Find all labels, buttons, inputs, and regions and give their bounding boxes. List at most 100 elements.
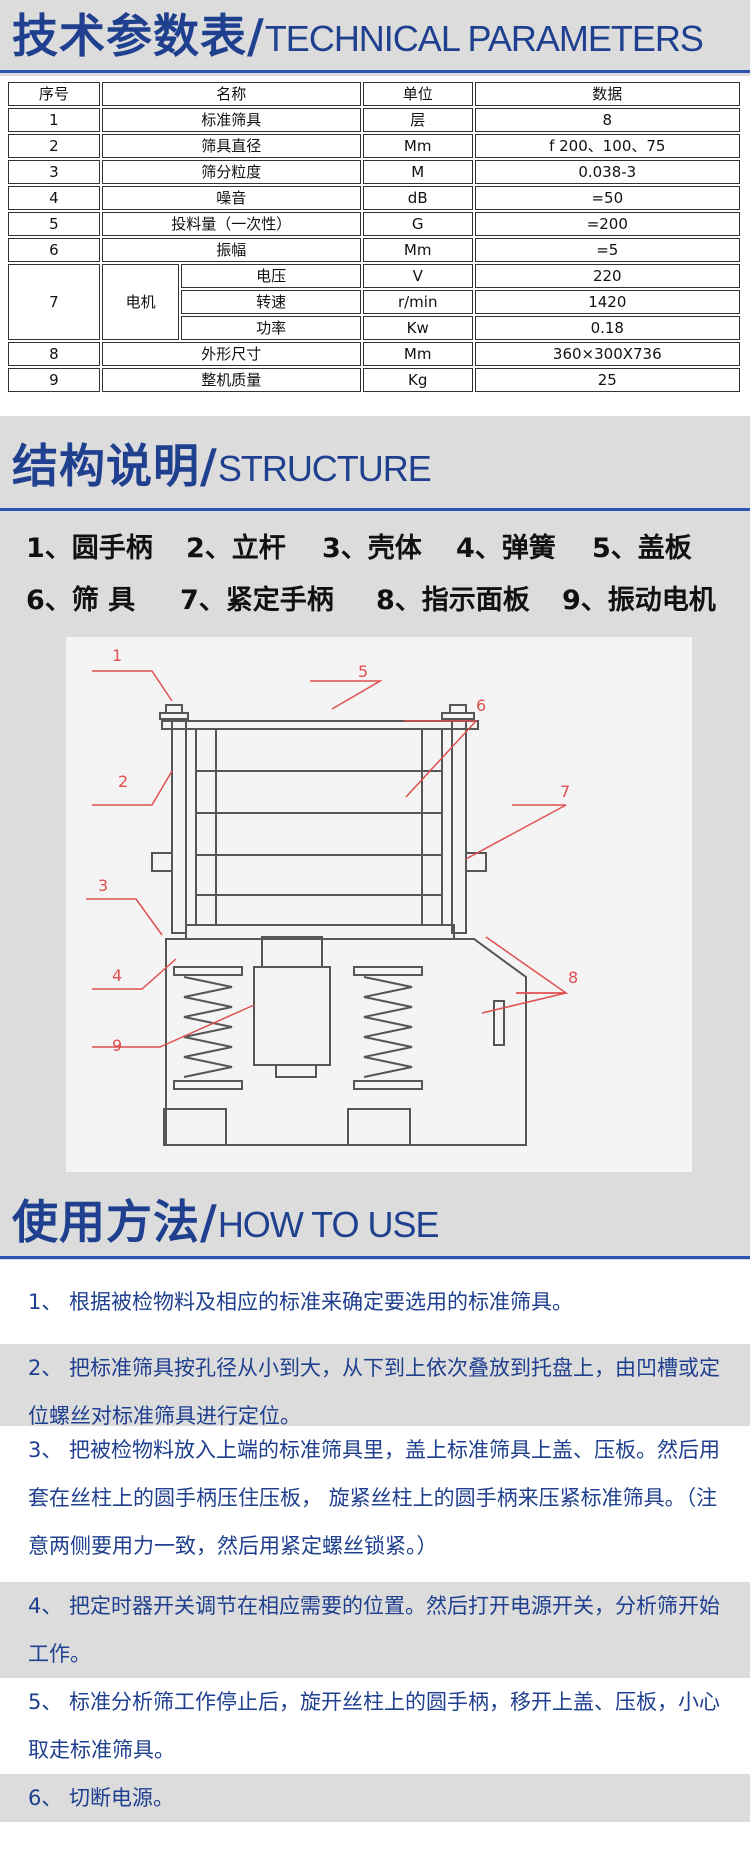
cell-value: =200	[474, 212, 740, 236]
table-row: 8 外形尺寸 Mm 360×300X736	[8, 342, 740, 366]
cell-value: f 200、100、75	[474, 134, 740, 158]
cell-unit: M	[362, 160, 473, 184]
structure-divider	[0, 508, 750, 511]
cell-name: 标准筛具	[101, 108, 361, 132]
diagram-label-8: 8	[568, 968, 578, 987]
cell-unit: Kg	[362, 368, 473, 392]
list-item: 6、筛 具	[26, 585, 136, 616]
params-header: 技术参数表/ TECHNICAL PARAMETERS	[0, 0, 750, 66]
vibration-motor-top	[261, 936, 323, 968]
cell-no: 3	[8, 160, 100, 184]
list-item: 2、立杆	[186, 533, 286, 564]
table-row: 7 电机 电压 V 220	[8, 264, 740, 340]
cell-no: 4	[8, 186, 100, 210]
params-table-panel: 序号 名称 单位 数据 1 标准筛具 层 8 2 筛具直径 Mm f 200、1…	[0, 76, 750, 416]
cell-unit: Mm	[362, 134, 473, 158]
machine-diagram-svg: 1 2 3 4 5 6 7 8 9	[86, 646, 578, 1146]
howto-divider	[0, 1256, 750, 1259]
list-item: 5、盖板	[592, 533, 692, 564]
step-item: 4、 把定时器开关调节在相应需要的位置。然后打开电源开关，分析筛开始工作。	[0, 1582, 750, 1678]
cell-no: 8	[8, 342, 100, 366]
cover-plate	[161, 720, 479, 730]
cell-name: 振幅	[101, 238, 361, 262]
round-handle-right-base	[441, 712, 475, 720]
cell-no: 2	[8, 134, 100, 158]
post-right	[451, 720, 467, 934]
diagram-label-1: 1	[112, 646, 122, 665]
cell-unit: V	[362, 264, 473, 288]
step-item: 6、 切断电源。	[0, 1774, 750, 1822]
housing	[165, 938, 527, 1146]
cell-value: 25	[474, 368, 740, 392]
howto-header: 使用方法/ HOW TO USE	[0, 1186, 750, 1252]
round-handle-right	[449, 704, 467, 714]
header-cell: 单位	[362, 82, 473, 106]
cell-name: 功率	[181, 316, 361, 340]
structure-title-en: STRUCTURE	[217, 448, 432, 489]
step-item: 1、 根据被检物料及相应的标准来确定要选用的标准筛具。	[0, 1260, 750, 1344]
cell-value: 0.038-3	[474, 160, 740, 184]
list-item: 9、振动电机	[562, 585, 716, 616]
diagram-label-6: 6	[476, 696, 486, 715]
header-cell: 名称	[101, 82, 361, 106]
cell-name: 外形尺寸	[101, 342, 361, 366]
cell-no: 6	[8, 238, 100, 262]
structure-list: 1、圆手柄 2、立杆 3、壳体 4、弹簧 5、盖板 6、筛 具 7、紧定手柄 8…	[0, 524, 750, 624]
diagram-label-9: 9	[112, 1036, 122, 1055]
diagram-label-7: 7	[560, 782, 570, 801]
vibration-motor	[253, 966, 331, 1066]
footer-band	[0, 1822, 750, 1860]
cell-group: 电机	[101, 264, 180, 340]
step-item: 3、 把被检物料放入上端的标准筛具里，盖上标准筛具上盖、压板。然后用套在丝柱上的…	[0, 1426, 750, 1582]
list-item: 7、紧定手柄	[180, 585, 334, 616]
cell-name: 电压	[181, 264, 361, 288]
table-row: 4 噪音 dB =50	[8, 186, 740, 210]
cell-name: 投料量（一次性）	[101, 212, 361, 236]
cell-value: =50	[474, 186, 740, 210]
cell-value: 8	[474, 108, 740, 132]
cell-no: 1	[8, 108, 100, 132]
round-handle-left-base	[159, 712, 189, 720]
howto-title-en: HOW TO USE	[217, 1204, 440, 1245]
params-title-cn: 技术参数表/	[12, 9, 265, 63]
table-row: 3 筛分粒度 M 0.038-3	[8, 160, 740, 184]
table-row: 9 整机质量 Kg 25	[8, 368, 740, 392]
table-row: 转速 r/min 1420	[8, 290, 740, 314]
cell-no: 5	[8, 212, 100, 236]
diagram-label-2: 2	[118, 772, 128, 791]
table-row: 1 标准筛具 层 8	[8, 108, 740, 132]
howto-title-cn: 使用方法/	[12, 1195, 218, 1249]
diagram-label-5: 5	[358, 662, 368, 681]
diagram-label-3: 3	[98, 876, 108, 895]
params-title-en: TECHNICAL PARAMETERS	[264, 18, 704, 59]
cell-name: 整机质量	[101, 368, 361, 392]
cell-unit: Mm	[362, 342, 473, 366]
params-table: 序号 名称 单位 数据 1 标准筛具 层 8 2 筛具直径 Mm f 200、1…	[6, 80, 742, 394]
cell-name: 筛具直径	[101, 134, 361, 158]
table-row: 2 筛具直径 Mm f 200、100、75	[8, 134, 740, 158]
cell-unit: Mm	[362, 238, 473, 262]
diagram-label-4: 4	[112, 966, 122, 985]
header-cell: 数据	[474, 82, 740, 106]
table-row: 功率 Kw 0.18	[8, 316, 740, 340]
spring-left	[183, 976, 233, 1078]
indicator-panel	[493, 1000, 505, 1046]
list-item: 4、弹簧	[456, 533, 556, 564]
step-item: 2、 把标准筛具按孔径从小到大，从下到上依次叠放到托盘上，由凹槽或定位螺丝对标准…	[0, 1344, 750, 1428]
list-item: 8、指示面板	[376, 585, 530, 616]
cell-unit: r/min	[362, 290, 473, 314]
params-divider	[0, 70, 750, 73]
cell-value: 220	[474, 264, 740, 288]
round-handle-left	[165, 704, 183, 714]
cell-value: 360×300X736	[474, 342, 740, 366]
cell-value: 0.18	[474, 316, 740, 340]
cell-unit: G	[362, 212, 473, 236]
cell-name: 噪音	[101, 186, 361, 210]
step-item: 5、 标准分析筛工作停止后，旋开丝柱上的圆手柄，移开上盖、压板，小心取走标准筛具…	[0, 1678, 750, 1774]
cell-value: 1420	[474, 290, 740, 314]
spring-left-top	[173, 966, 243, 976]
table-header-row: 序号 名称 单位 数据	[8, 82, 740, 106]
structure-header: 结构说明/ STRUCTURE	[0, 430, 750, 496]
cell-no: 9	[8, 368, 100, 392]
table-row: 5 投料量（一次性） G =200	[8, 212, 740, 236]
